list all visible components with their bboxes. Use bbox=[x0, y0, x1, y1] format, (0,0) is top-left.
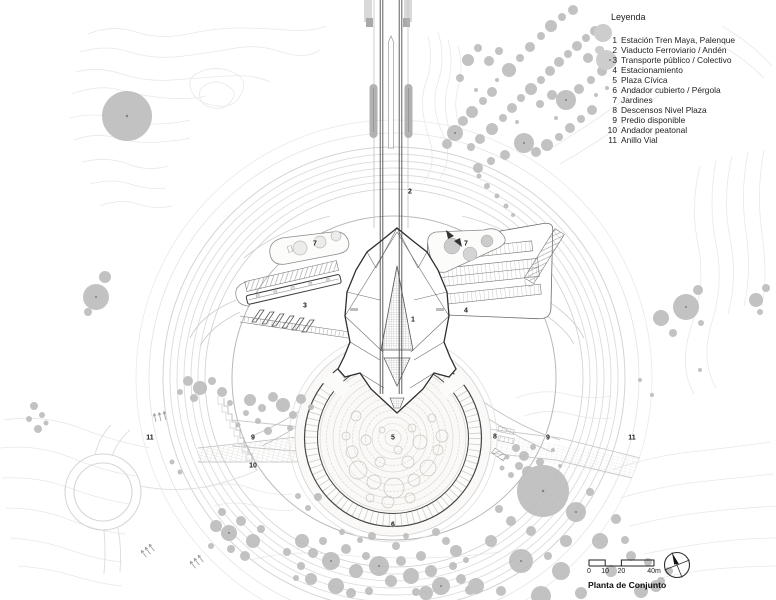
legend-item-label: Estacionamiento bbox=[621, 65, 683, 75]
railway-tracks bbox=[379, 0, 403, 394]
pedestrian-arrows bbox=[140, 410, 204, 569]
pedestrian-walkway bbox=[197, 396, 640, 478]
plan-label-11: 11 bbox=[628, 434, 636, 442]
legend-item-label: Predio disponible bbox=[621, 115, 686, 125]
legend-item-number: 5 bbox=[612, 75, 617, 85]
plan-label-8: 8 bbox=[493, 433, 497, 441]
title-block: 0 10 20 40m Planta de Conjunto bbox=[587, 556, 738, 590]
legend-item: 11 Anillo Vial bbox=[605, 135, 773, 145]
garden-right bbox=[427, 228, 506, 273]
roof-facets bbox=[344, 227, 450, 389]
plan-label-10: 10 bbox=[249, 462, 257, 470]
plan-label-2: 2 bbox=[408, 188, 412, 196]
legend-item: 3 Transporte público / Colectivo bbox=[605, 55, 773, 65]
legend-item: 9 Predio disponible bbox=[605, 115, 773, 125]
drawing-title: Planta de Conjunto bbox=[588, 580, 667, 590]
legend-item: 1 Estación Tren Maya, Palenque bbox=[605, 35, 773, 45]
legend-item-label: Plaza Cívica bbox=[621, 75, 668, 85]
legend-item-label: Estación Tren Maya, Palenque bbox=[621, 35, 736, 45]
legend-item: 10 Andador peatonal bbox=[605, 125, 773, 135]
plan-label-7: 7 bbox=[313, 240, 317, 248]
scale-tick: 40m bbox=[647, 568, 661, 575]
legend-item-label: Viaducto Ferroviario / Andén bbox=[621, 45, 727, 55]
bus-terminal bbox=[235, 260, 351, 339]
legend-item-label: Jardines bbox=[621, 95, 653, 105]
scale-tick: 10 bbox=[601, 568, 610, 575]
bus-bays bbox=[251, 309, 315, 333]
plan-label-7: 7 bbox=[464, 240, 468, 248]
flow-arrows bbox=[446, 230, 462, 247]
terrace-steps bbox=[223, 398, 257, 470]
legend-item: 7 Jardines bbox=[605, 95, 773, 105]
plan-label-6: 6 bbox=[391, 521, 395, 529]
legend-item: 6 Andador cubierto / Pérgola bbox=[605, 85, 773, 95]
legend-panel: Leyenda 1 Estación Tren Maya, Palenque 2 Vi… bbox=[605, 12, 773, 145]
garden-left bbox=[269, 230, 350, 265]
plan-label-4: 4 bbox=[464, 307, 468, 315]
platform-anden bbox=[388, 35, 394, 149]
legend-item-number: 8 bbox=[612, 105, 617, 115]
legend-item: 4 Estacionamiento bbox=[605, 65, 773, 75]
plan-label-3: 3 bbox=[303, 302, 307, 310]
legend-item-label: Anillo Vial bbox=[621, 135, 658, 145]
legend-item-label: Descensos Nivel Plaza bbox=[621, 105, 707, 115]
plan-label-5: 5 bbox=[391, 434, 395, 442]
legend-item-number: 11 bbox=[608, 135, 617, 145]
railway-viaduct bbox=[364, 0, 413, 228]
legend-item-number: 3 bbox=[612, 55, 617, 65]
plan-label-11: 11 bbox=[146, 434, 154, 442]
legend-list: 1 Estación Tren Maya, Palenque 2 Viaducto F… bbox=[605, 35, 773, 145]
scale-tick-labels: 0 10 20 40m bbox=[587, 568, 661, 577]
plan-label-9: 9 bbox=[546, 434, 550, 442]
station-building bbox=[337, 0, 457, 414]
legend-item-number: 1 bbox=[612, 35, 617, 45]
legend-item: 8 Descensos Nivel Plaza bbox=[605, 105, 773, 115]
scale-tick: 20 bbox=[617, 568, 626, 575]
legend-item-number: 6 bbox=[612, 85, 617, 95]
north-arrow-icon bbox=[663, 551, 691, 579]
legend-item-label: Andador cubierto / Pérgola bbox=[621, 85, 721, 95]
legend-item: 2 Viaducto Ferroviario / Andén bbox=[605, 45, 773, 55]
legend-item-label: Transporte público / Colectivo bbox=[621, 55, 732, 65]
legend-item-label: Andador peatonal bbox=[621, 125, 688, 135]
roundabout bbox=[64, 424, 259, 575]
legend-title: Leyenda bbox=[611, 12, 646, 22]
scale-tick: 0 bbox=[587, 568, 591, 575]
scale-bar: 0 10 20 40m bbox=[587, 556, 661, 577]
plaza-trees bbox=[341, 410, 449, 509]
legend-item-number: 4 bbox=[612, 65, 617, 75]
scale-bar-graphic bbox=[588, 559, 655, 567]
legend-item-number: 10 bbox=[607, 125, 617, 135]
plan-label-9: 9 bbox=[251, 434, 255, 442]
legend-item-number: 9 bbox=[612, 115, 617, 125]
plan-label-1: 1 bbox=[411, 316, 415, 324]
legend-item: 5 Plaza Cívica bbox=[605, 75, 773, 85]
legend-item-number: 2 bbox=[612, 45, 617, 55]
legend-item-number: 7 bbox=[612, 95, 617, 105]
trees-layer bbox=[26, 5, 770, 600]
